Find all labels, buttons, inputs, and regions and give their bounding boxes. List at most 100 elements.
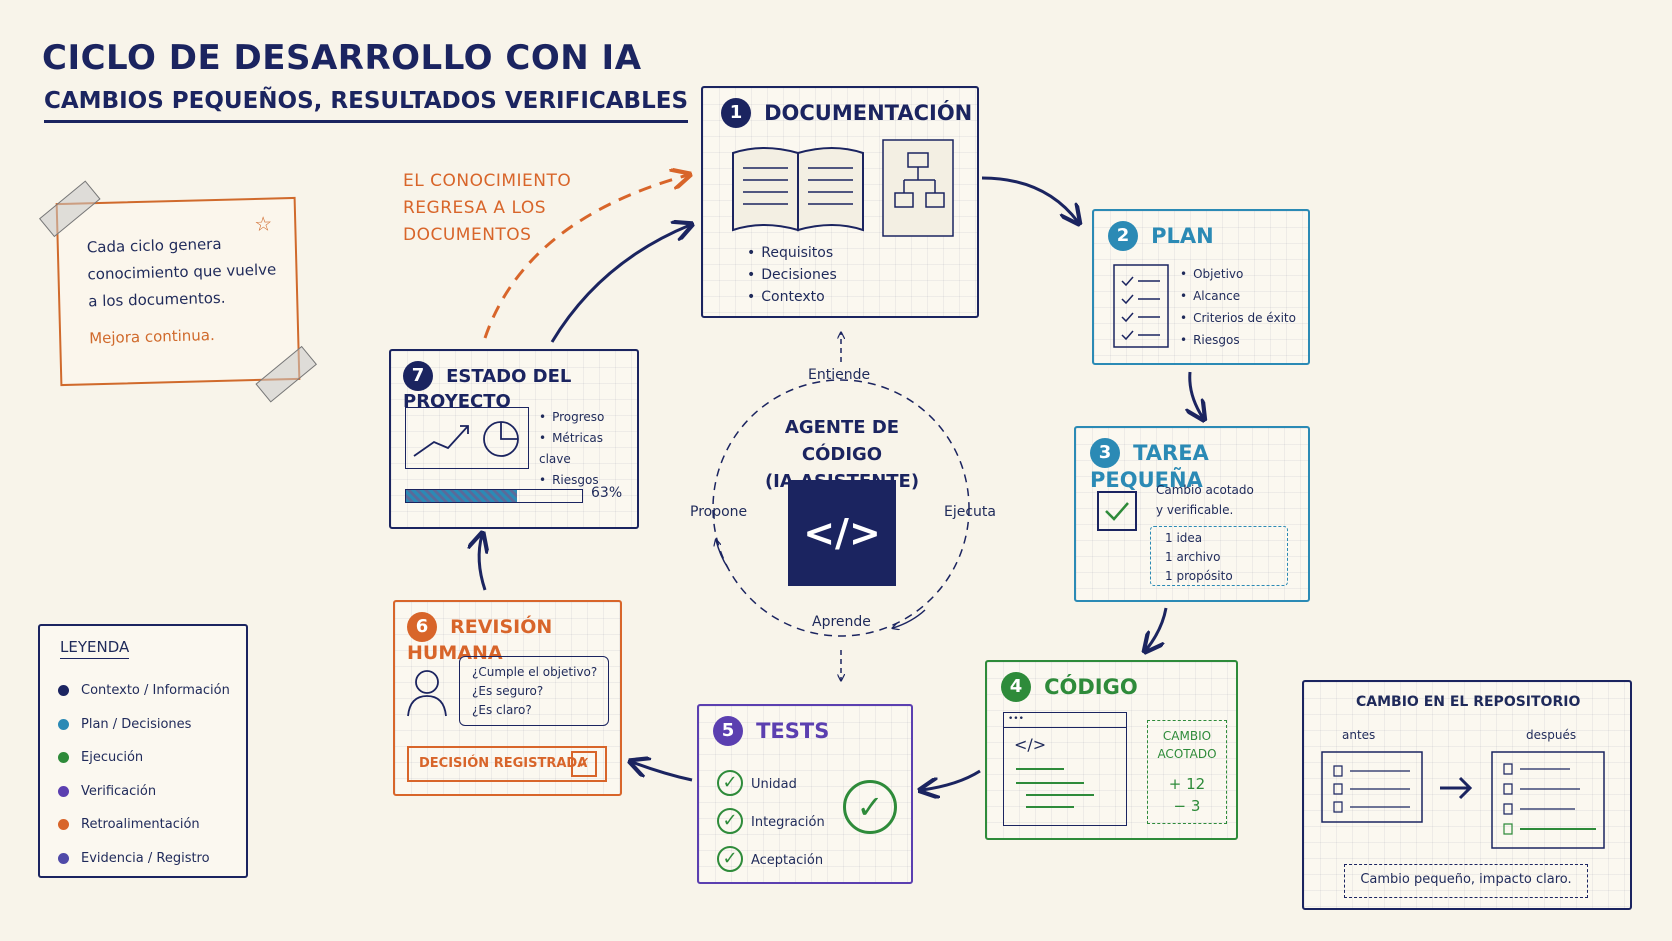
step-title: TAREA PEQUEÑA <box>1090 441 1209 492</box>
arrow-revision-to-estado <box>479 535 485 591</box>
step-documentacion: 1 DOCUMENTACIÓN Requisitos Decisiones Co… <box>701 86 979 318</box>
legend-item: Verificación <box>58 775 230 809</box>
legend-dot <box>58 685 69 696</box>
task-scope: 1 idea 1 archivo 1 propósito <box>1150 526 1288 586</box>
list-item: Alcance <box>1180 285 1296 307</box>
review-question: ¿Cumple el objetivo? <box>472 665 598 679</box>
agent-label-bottom: Aprende <box>812 614 871 630</box>
arrow-plan-to-tarea <box>1190 371 1203 418</box>
step-number: 2 <box>1108 221 1138 251</box>
repo-after-label: después <box>1526 728 1577 742</box>
step-tarea: 3 TAREA PEQUEÑA Cambio acotado y verific… <box>1074 426 1310 602</box>
step-number: 7 <box>403 361 433 391</box>
checklist-icon <box>1113 264 1169 348</box>
review-question: ¿Es claro? <box>472 703 532 717</box>
person-icon <box>407 670 447 717</box>
agent-label-top: Entiende <box>808 367 871 383</box>
arrow-tests-to-revision <box>632 762 693 782</box>
checkbox-icon <box>1097 491 1137 531</box>
decision-label: DECISIÓN REGISTRADA <box>419 756 588 771</box>
task-desc: Cambio acotado <box>1156 483 1254 497</box>
feedback-label: EL CONOCIMIENTO REGRESA A LOS DOCUMENTOS <box>403 168 571 249</box>
book-icon <box>732 139 954 237</box>
progress-label: 63% <box>591 485 623 501</box>
repo-caption: Cambio pequeño, impacto claro. <box>1344 864 1588 898</box>
legend-title: LEYENDA <box>60 638 130 659</box>
review-question: ¿Es seguro? <box>472 684 544 698</box>
code-icon: </> <box>1014 735 1047 754</box>
feedback-line: REGRESA A LOS <box>403 198 546 218</box>
repo-title: CAMBIO EN EL REPOSITORIO <box>1356 694 1581 710</box>
agent-cycle-circle <box>712 379 970 637</box>
step-title: PLAN <box>1151 224 1214 248</box>
step-revision: 6 REVISIÓN HUMANA ¿Cumple el objetivo? ¿… <box>393 600 622 796</box>
list-item: Requisitos <box>747 242 837 264</box>
agent-label-left: Propone <box>690 504 748 520</box>
test-item: ✓Integración <box>717 804 825 842</box>
step-number: 5 <box>713 716 743 746</box>
list-item: Riesgos <box>539 470 637 491</box>
dashboard-icon <box>405 407 529 469</box>
legend-item: Ejecución <box>58 741 230 775</box>
step-plan: 2 PLAN Objetivo Alcance Criterios de éxi… <box>1092 209 1310 365</box>
agent-label-right: Ejecuta <box>944 504 996 520</box>
window-dots-icon: ••• <box>1004 713 1126 728</box>
list-item: Criterios de éxito <box>1180 307 1296 329</box>
arrow-codigo-to-tests <box>922 769 981 790</box>
check-circle-icon: ✓ <box>717 770 743 796</box>
page-subtitle: CAMBIOS PEQUEÑOS, RESULTADOS VERIFICABLE… <box>44 88 689 123</box>
chart-icon <box>413 421 519 457</box>
page-title: CICLO DE DESARROLLO CON IA <box>42 38 642 78</box>
legend-item: Evidencia / Registro <box>58 842 230 876</box>
feedback-line: DOCUMENTOS <box>403 225 532 245</box>
progress-bar <box>405 489 583 503</box>
checkbox-icon: ✓ <box>571 751 597 777</box>
test-item: ✓Unidad <box>717 766 825 804</box>
flowchart-icon <box>882 139 954 237</box>
list-item: Riesgos <box>1180 329 1296 351</box>
repo-change: CAMBIO EN EL REPOSITORIO antes después C… <box>1302 680 1632 910</box>
step-number: 4 <box>1001 672 1031 702</box>
list-item: Métricas clave <box>539 428 637 470</box>
legend-dot <box>58 819 69 830</box>
arrow-estado-to-doc <box>550 225 690 343</box>
legend-item: Contexto / Información <box>58 674 230 708</box>
diff-added: + 12 <box>1168 775 1206 793</box>
check-circle-icon: ✓ <box>717 846 743 872</box>
legend-dot <box>58 785 69 797</box>
legend-item: Retroalimentación <box>58 808 230 842</box>
arrow-agent-left <box>716 540 729 569</box>
step-tests: 5 TESTS ✓Unidad ✓Integración ✓Aceptación… <box>697 704 913 884</box>
step-title: REVISIÓN HUMANA <box>407 616 553 664</box>
legend-dot <box>58 752 69 763</box>
legend-item: Plan / Decisiones <box>58 708 230 742</box>
diff-badge-title: CAMBIO <box>1162 729 1212 743</box>
scope-item: 1 archivo <box>1165 550 1221 564</box>
step-number: 3 <box>1090 438 1120 468</box>
code-lines-icon <box>1016 768 1094 808</box>
arrow-agent-right <box>893 609 926 628</box>
diff-badge: CAMBIO ACOTADO + 12 − 3 <box>1147 720 1227 824</box>
step-title: CÓDIGO <box>1044 675 1138 699</box>
step-number: 6 <box>407 612 437 642</box>
feedback-line: EL CONOCIMIENTO <box>403 171 572 191</box>
task-desc: y verificable. <box>1156 503 1234 517</box>
legend: LEYENDA Contexto / Información Plan / De… <box>38 624 248 878</box>
big-check-icon: ✓ <box>843 780 897 834</box>
arrow-tarea-to-codigo <box>1146 607 1168 650</box>
list-item: Progreso <box>539 407 637 428</box>
step-title: TESTS <box>756 719 830 743</box>
scope-item: 1 propósito <box>1165 569 1233 583</box>
scope-item: 1 idea <box>1165 531 1203 545</box>
code-icon: </> <box>788 480 896 586</box>
repo-before-label: antes <box>1342 728 1376 742</box>
diff-removed: − 3 <box>1173 797 1201 815</box>
list-item: Decisiones <box>747 264 837 286</box>
step-codigo: 4 CÓDIGO ••• </> CAMBIO ACOTADO + 12 − 3 <box>985 660 1238 840</box>
step-title: DOCUMENTACIÓN <box>764 101 973 125</box>
arrow-doc-to-plan <box>981 176 1078 222</box>
list-item: Contexto <box>747 286 837 308</box>
arrow-feedback <box>483 175 688 339</box>
legend-dot <box>58 852 69 864</box>
code-window: ••• </> <box>1003 712 1127 826</box>
